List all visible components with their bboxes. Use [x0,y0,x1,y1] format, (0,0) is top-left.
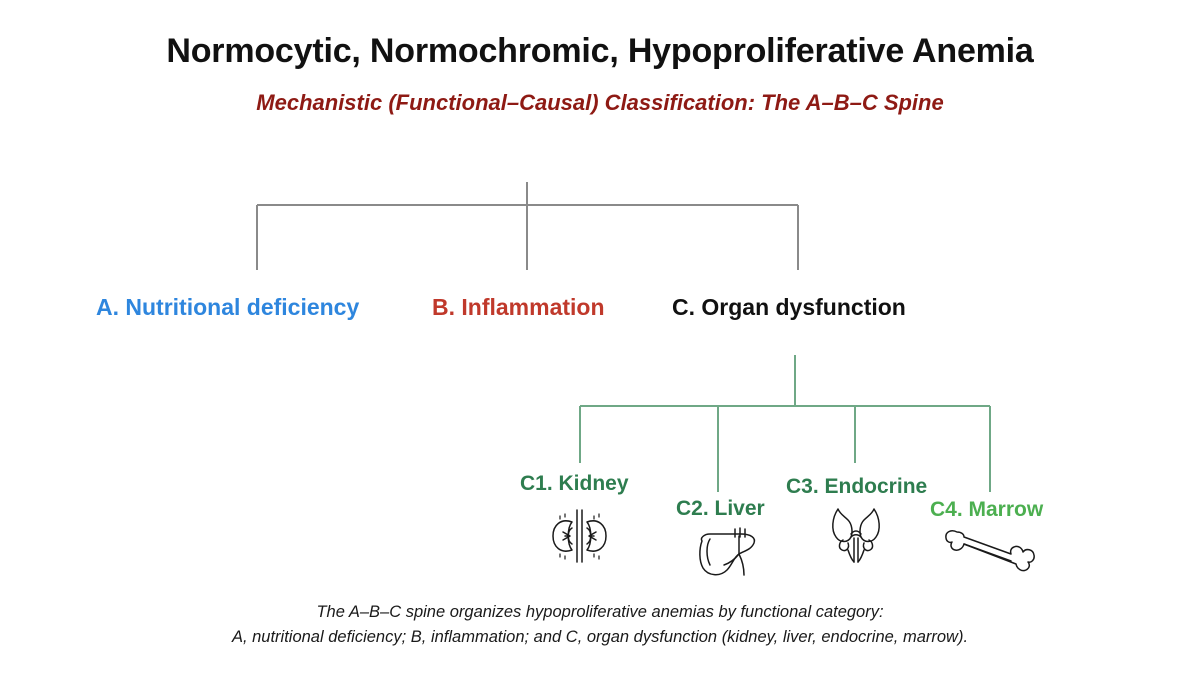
caption: The A–B–C spine organizes hypoproliferat… [0,600,1200,650]
level2-connectors [579,355,991,492]
branch-c2-liver-label[interactable]: C2. Liver [676,497,765,520]
caption-line-2: A, nutritional deficiency; B, inflammati… [231,628,969,646]
branch-c-label[interactable]: C. Organ dysfunction [672,294,906,320]
thyroid-icon [826,504,886,566]
level1-connectors [256,182,799,270]
page-title: Normocytic, Normochromic, Hypoproliferat… [166,32,1034,70]
branch-c1-kidney-label[interactable]: C1. Kidney [520,472,629,495]
bone-icon [944,526,1036,582]
caption-line-1: The A–B–C spine organizes hypoproliferat… [316,603,884,621]
kidney-icon [548,506,610,566]
branch-c4-marrow-label[interactable]: C4. Marrow [930,498,1044,521]
liver-icon [694,527,760,581]
branch-a-label[interactable]: A. Nutritional deficiency [96,294,360,320]
branch-b-label[interactable]: B. Inflammation [432,294,605,320]
branch-c3-endocrine-label[interactable]: C3. Endocrine [786,475,928,498]
page-subtitle: Mechanistic (Functional–Causal) Classifi… [256,90,944,115]
